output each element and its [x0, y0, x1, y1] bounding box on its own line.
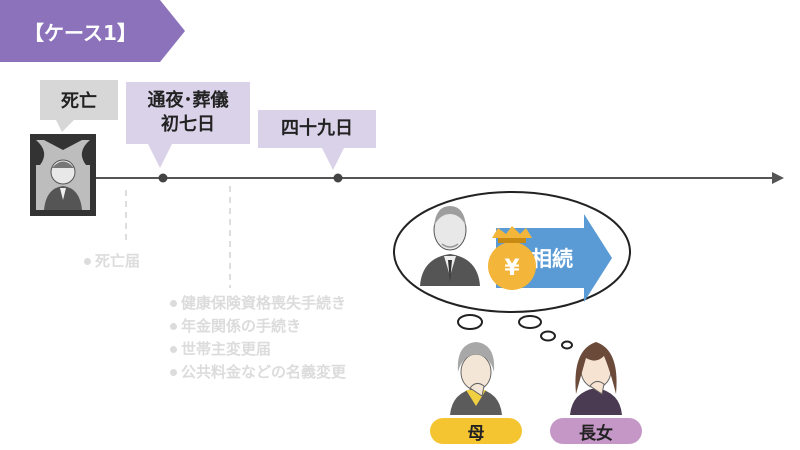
- bullet-icon: [170, 300, 177, 307]
- bullet-icon: [170, 323, 177, 330]
- forty-nine-label-pointer: [322, 148, 344, 170]
- bullet-icon: [170, 346, 177, 353]
- daughter-name-pill: 長女: [550, 418, 642, 444]
- yen-symbol: ¥: [504, 256, 520, 281]
- inherit-label: 相続: [531, 247, 573, 271]
- forty-nine-label: 四十九日: [258, 110, 376, 148]
- timeline-dot-forty-nine: [333, 173, 343, 183]
- list-item: 公共料金などの名義変更: [170, 361, 346, 384]
- list-item: 年金関係の手続き: [170, 315, 346, 338]
- bullet-icon: [170, 369, 177, 376]
- list-item: 世帯主変更届: [170, 338, 346, 361]
- wake-label-pointer: [148, 144, 172, 168]
- death-notice-item: 死亡届: [84, 250, 140, 271]
- mother-name-pill: 母: [430, 418, 522, 444]
- wake-funeral-label: 通夜･葬儀 初七日: [126, 82, 250, 144]
- list-item: 健康保険資格喪失手続き: [170, 292, 346, 315]
- case-banner: 【ケース1】: [0, 0, 185, 62]
- daughter-icon: [570, 342, 622, 415]
- deceased-man-icon: [420, 206, 480, 286]
- timeline-dot-funeral: [158, 173, 168, 183]
- money-bag-icon: ¥: [488, 226, 536, 290]
- bullet-icon: [84, 258, 91, 265]
- mother-icon: [450, 342, 502, 415]
- after-funeral-list: 健康保険資格喪失手続き 年金関係の手続き 世帯主変更届 公共料金などの名義変更: [170, 292, 346, 384]
- memorial-portrait-icon: [30, 134, 96, 216]
- case-label: 【ケース1】: [24, 20, 137, 45]
- timeline-arrowhead: [772, 172, 784, 184]
- death-label-pointer: [56, 120, 74, 132]
- death-label: 死亡: [40, 80, 118, 120]
- wake-funeral-line1: 通夜･葬儀: [147, 90, 229, 111]
- wake-funeral-line2: 初七日: [161, 114, 215, 135]
